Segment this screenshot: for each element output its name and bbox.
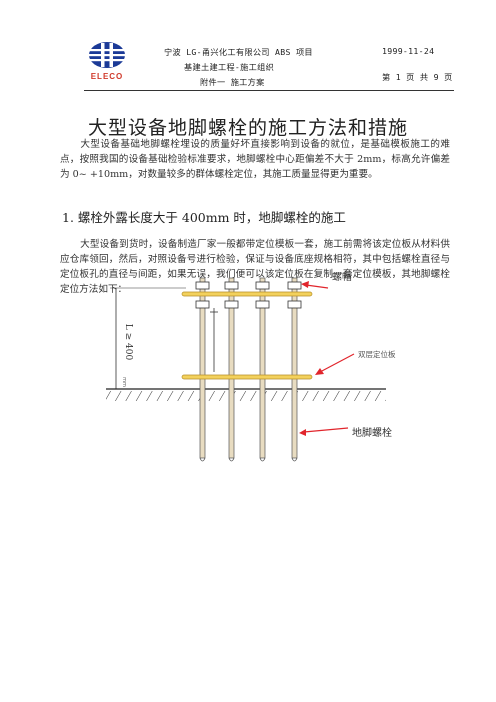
page-title: 大型设备地脚螺栓的施工方法和措施 (87, 117, 408, 139)
header-project: 宁波 LG-甬兴化工有限公司 ABS 项目 (164, 47, 313, 57)
bolt-label: 地脚螺栓 (352, 426, 392, 439)
anchor-bolt-diagram: L ≥ 400 mm (96, 270, 436, 472)
anchor-bolt (224, 277, 239, 462)
anchor-bolt (255, 277, 270, 462)
nut-label: 螺帽 (332, 272, 352, 283)
dimension-label: L ≥ 400 (123, 324, 133, 361)
eleco-logo: ELECO (84, 40, 130, 82)
dimension-marker: L ≥ 400 mm (110, 287, 186, 390)
logo-text: ELECO (91, 72, 124, 81)
header-subtitle: 基建土建工程-施工组织 (184, 62, 275, 72)
ground (106, 388, 386, 401)
positioning-plates (181, 291, 313, 380)
dimension-unit: mm (121, 377, 127, 387)
label-arrows (299, 281, 355, 436)
intro-paragraph: 大型设备基础地脚螺栓埋设的质量好坏直接影响到设备的就位，是基础模板施工的难点，按… (60, 137, 450, 182)
header-attachment: 附件一 施工方案 (200, 77, 265, 87)
header-date: 1999-11-24 (382, 46, 435, 56)
anchor-bolt (195, 277, 210, 462)
anchor-bolt (287, 277, 302, 462)
header-page-number: 第 1 页 共 9 页 (382, 72, 453, 82)
anchor-bolts (195, 277, 302, 462)
section-1-heading: 1. 螺栓外露长度大于 400mm 时，地脚螺栓的施工 (62, 210, 346, 225)
plate-label: 双层定位板 (358, 349, 396, 359)
header-rule (84, 90, 454, 91)
section-1-text: 大型设备到货时，设备制造厂家一般都带定位模板一套，施工前需将该定位板从材料供应仓… (60, 239, 450, 295)
intro-text: 大型设备基础地脚螺栓埋设的质量好坏直接影响到设备的就位，是基础模板施工的难点，按… (60, 139, 450, 180)
section-1-paragraph: 大型设备到货时，设备制造厂家一般都带定位模板一套，施工前需将该定位板从材料供应仓… (60, 237, 450, 297)
